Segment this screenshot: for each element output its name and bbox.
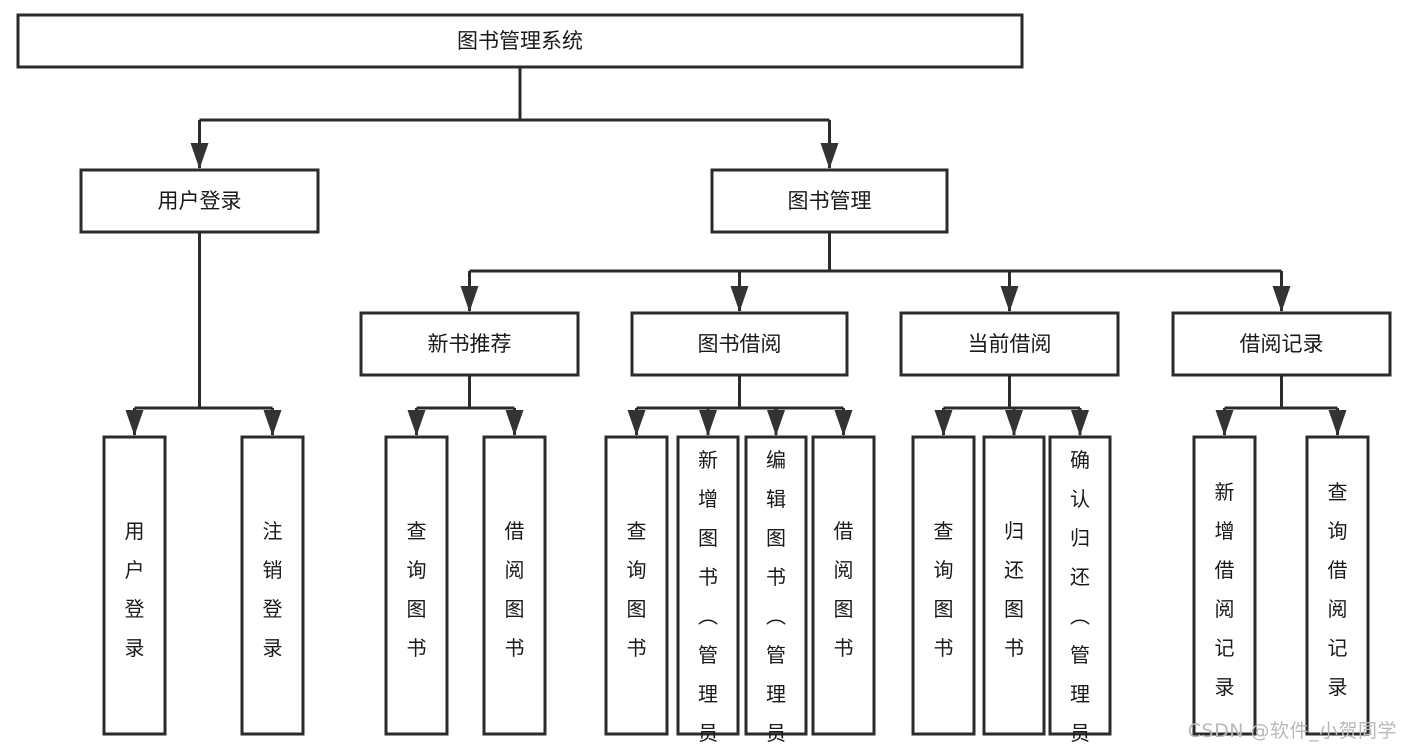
node-box xyxy=(676,435,740,736)
edges-layer xyxy=(125,67,1347,436)
arrow-head-icon xyxy=(407,410,426,436)
node-level3-3[interactable]: 借阅记录 xyxy=(1171,311,1392,377)
node-leaf-4[interactable]: 查询图书 xyxy=(604,435,669,736)
arrow-head-icon xyxy=(190,143,209,169)
arrow-head-icon xyxy=(263,410,282,436)
node-leaf-3[interactable]: 借阅图书 xyxy=(482,435,547,736)
arrow-head-icon xyxy=(1071,410,1089,436)
node-box xyxy=(911,435,976,736)
node-leaf-11[interactable]: 新增借阅记录 xyxy=(1192,435,1257,736)
node-box xyxy=(1192,435,1257,736)
node-box xyxy=(1171,311,1392,377)
arrow-head-icon xyxy=(505,410,524,436)
node-label: 查询图书 xyxy=(407,519,427,660)
node-box xyxy=(604,435,669,736)
arrow-head-icon xyxy=(1215,410,1234,436)
arrow-head-icon xyxy=(820,143,839,169)
nodes-layer: 图书管理系统用户登录图书管理新书推荐图书借阅当前借阅借阅记录用户登录注销登录查询… xyxy=(16,13,1392,747)
node-label: 查询图书 xyxy=(934,519,954,660)
node-label: 图书管理 xyxy=(788,189,872,213)
arrow-head-icon xyxy=(834,410,853,436)
node-box xyxy=(1305,435,1370,736)
node-label: 确认归还︵管理员︶ xyxy=(1070,448,1090,747)
node-leaf-2[interactable]: 查询图书 xyxy=(384,435,449,736)
node-label: 图书借阅 xyxy=(698,332,782,356)
node-box xyxy=(16,13,1024,69)
node-label: 查询图书 xyxy=(627,519,647,660)
node-box xyxy=(1048,435,1112,736)
node-leaf-12[interactable]: 查询借阅记录 xyxy=(1305,435,1370,736)
node-level2-0[interactable]: 用户登录 xyxy=(79,168,320,234)
node-label: 借阅图书 xyxy=(834,519,854,660)
node-leaf-10[interactable]: 确认归还︵管理员︶ xyxy=(1048,435,1112,747)
arrow-head-icon xyxy=(934,410,953,436)
node-box xyxy=(744,435,808,736)
node-box xyxy=(630,311,849,377)
node-level3-2[interactable]: 当前借阅 xyxy=(899,311,1120,377)
node-label: 用户登录 xyxy=(158,189,242,213)
arrow-head-icon xyxy=(460,286,479,312)
node-label: 新书推荐 xyxy=(428,332,512,356)
node-box xyxy=(710,168,949,234)
node-leaf-8[interactable]: 查询图书 xyxy=(911,435,976,736)
node-box xyxy=(102,435,167,736)
arrow-head-icon xyxy=(1328,410,1347,436)
node-box xyxy=(384,435,449,736)
node-leaf-7[interactable]: 借阅图书 xyxy=(811,435,876,736)
node-box xyxy=(79,168,320,234)
node-label: 借阅记录 xyxy=(1240,332,1324,356)
node-label: 编辑图书︵管理员︶ xyxy=(766,448,786,747)
node-leaf-5[interactable]: 新增图书︵管理员︶ xyxy=(676,435,740,747)
arrow-head-icon xyxy=(627,410,646,436)
arrow-head-icon xyxy=(730,286,749,312)
node-label: 图书管理系统 xyxy=(457,29,583,53)
node-label: 注销登录 xyxy=(263,519,283,660)
node-box xyxy=(811,435,876,736)
node-leaf-9[interactable]: 归还图书 xyxy=(982,435,1046,736)
node-level3-1[interactable]: 图书借阅 xyxy=(630,311,849,377)
node-level2-1[interactable]: 图书管理 xyxy=(710,168,949,234)
arrow-head-icon xyxy=(767,410,785,436)
node-label: 新增图书︵管理员︶ xyxy=(698,448,718,747)
node-label: 用户登录 xyxy=(125,519,145,660)
node-label: 新增借阅记录 xyxy=(1215,480,1235,699)
node-leaf-1[interactable]: 注销登录 xyxy=(240,435,305,736)
node-level3-0[interactable]: 新书推荐 xyxy=(359,311,580,377)
arrow-head-icon xyxy=(1000,286,1019,312)
node-root[interactable]: 图书管理系统 xyxy=(16,13,1024,69)
node-leaf-6[interactable]: 编辑图书︵管理员︶ xyxy=(744,435,808,747)
node-label: 归还图书 xyxy=(1004,519,1024,660)
arrow-head-icon xyxy=(699,410,717,436)
arrow-head-icon xyxy=(1272,286,1291,312)
node-box xyxy=(899,311,1120,377)
node-label: 借阅图书 xyxy=(505,519,525,660)
node-label: 当前借阅 xyxy=(968,332,1052,356)
node-box xyxy=(359,311,580,377)
node-box xyxy=(240,435,305,736)
arrow-head-icon xyxy=(125,410,144,436)
watermark-text: CSDN @软件_小贺同学 xyxy=(1187,720,1397,742)
arrow-head-icon xyxy=(1005,410,1023,436)
node-label: 查询借阅记录 xyxy=(1328,480,1348,699)
node-box xyxy=(982,435,1046,736)
node-box xyxy=(482,435,547,736)
node-leaf-0[interactable]: 用户登录 xyxy=(102,435,167,736)
